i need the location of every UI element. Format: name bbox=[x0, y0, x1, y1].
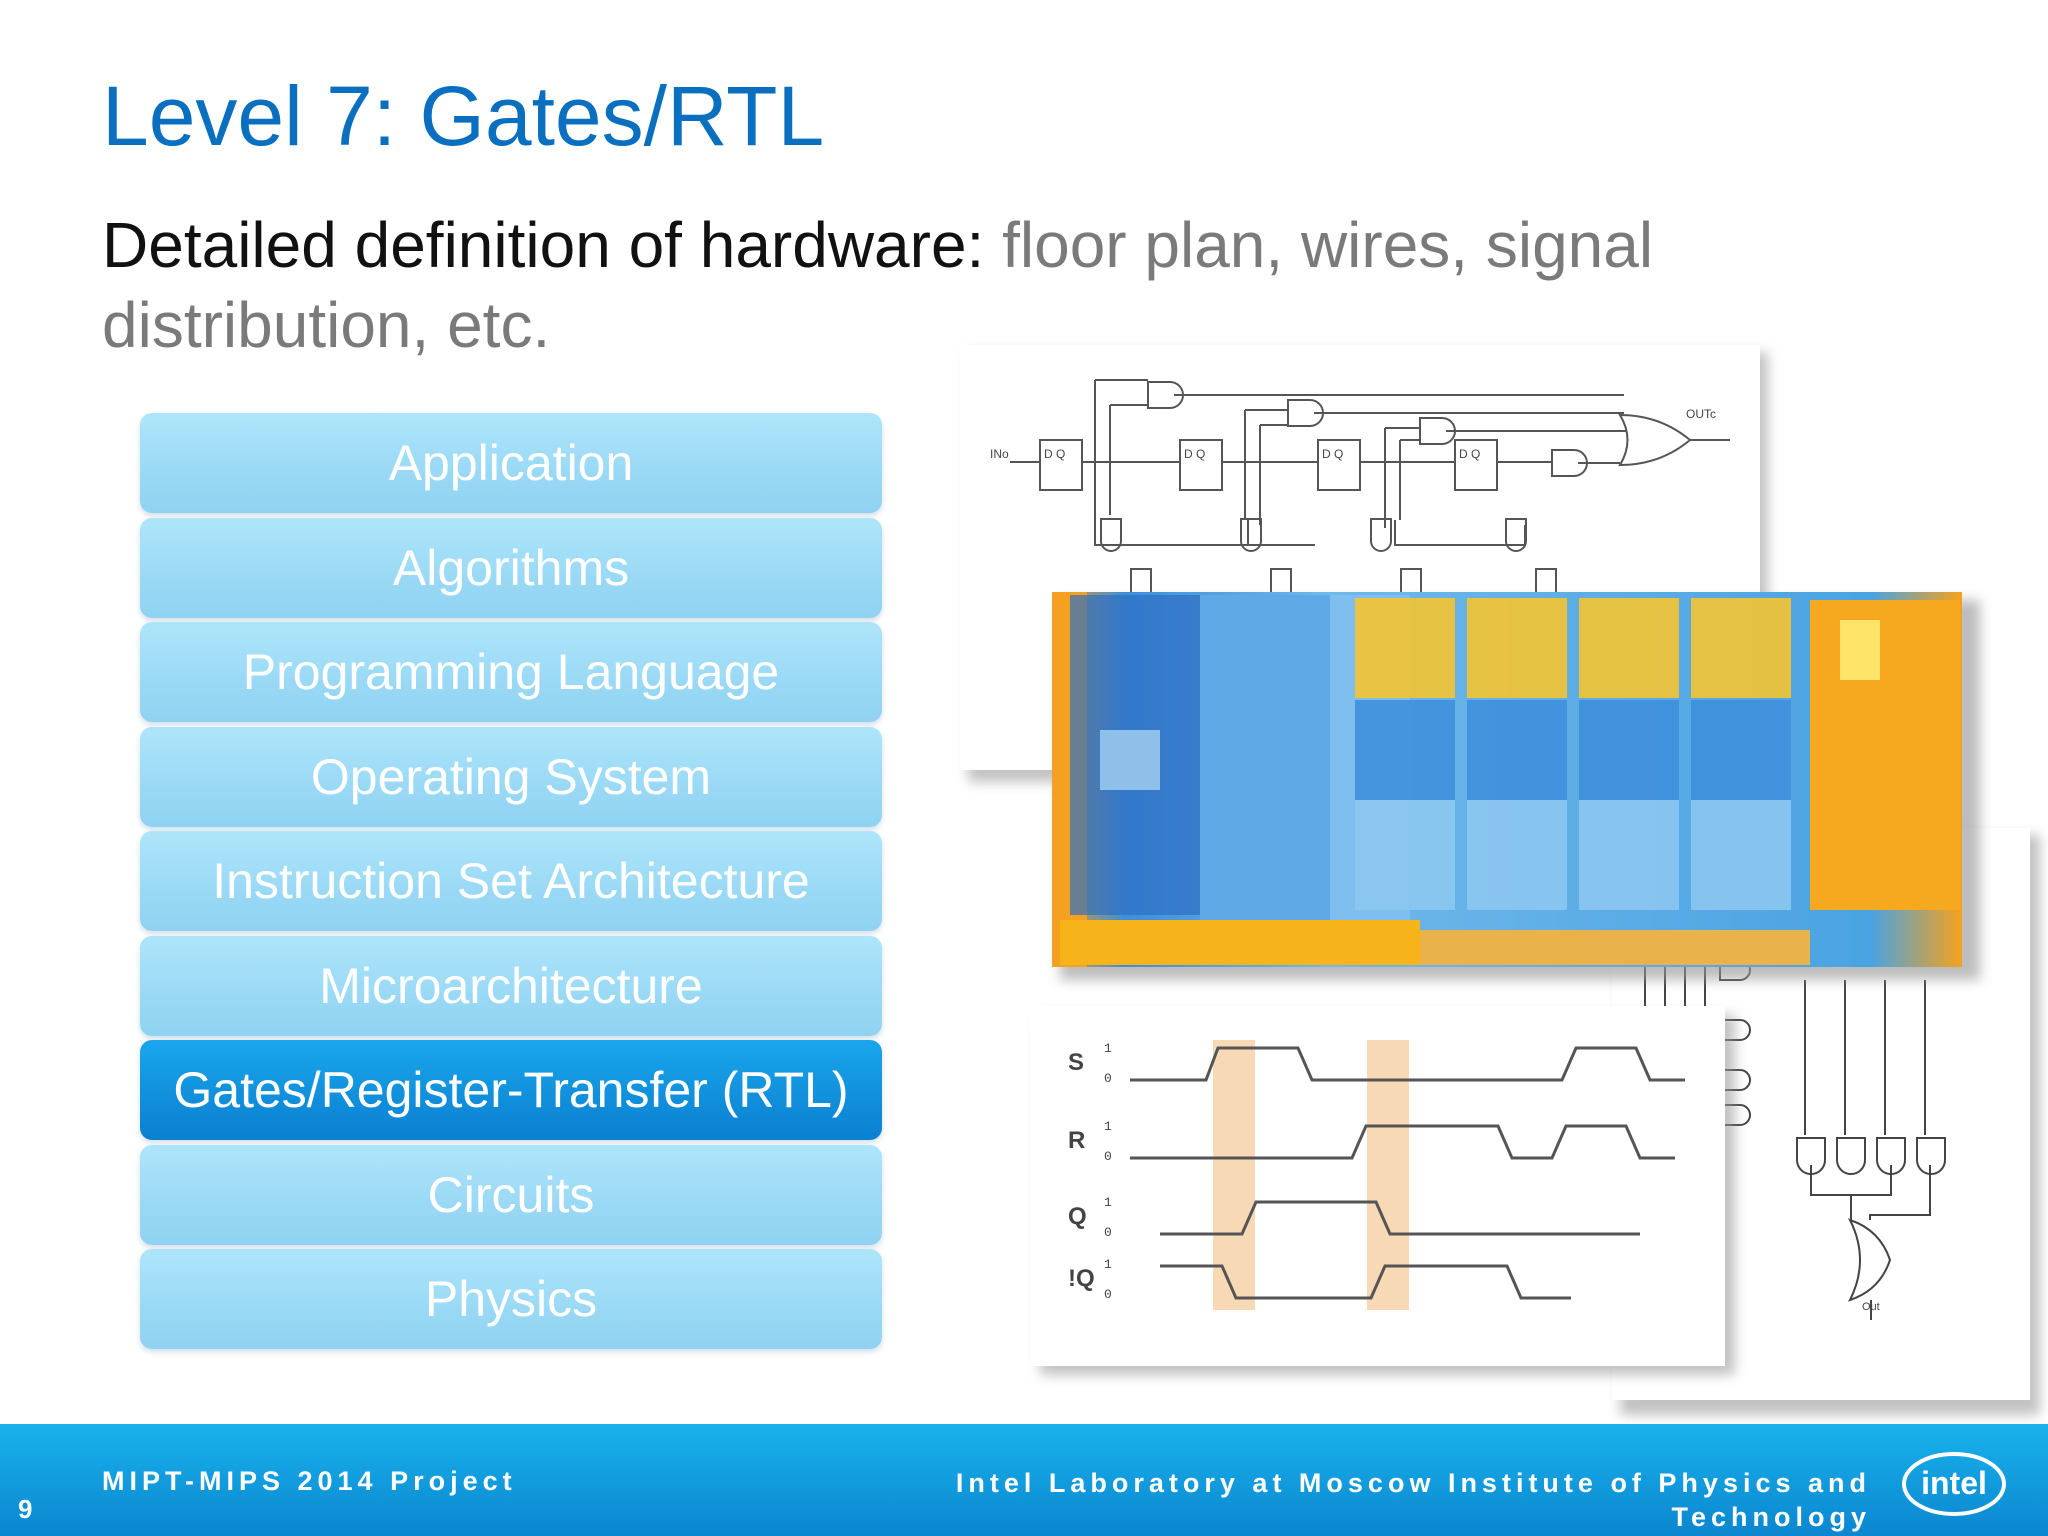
layer-item: Instruction Set Architecture bbox=[140, 831, 882, 931]
subtitle-lead: Detailed definition of hardware: bbox=[102, 209, 985, 281]
layer-item: Gates/Register-Transfer (RTL) bbox=[140, 1040, 882, 1140]
timing-signal-label: Q bbox=[1068, 1203, 1087, 1230]
page-number: 9 bbox=[18, 1494, 33, 1524]
timing-signal-label: !Q bbox=[1068, 1265, 1095, 1292]
timing-level-label: 0 bbox=[1104, 1225, 1112, 1240]
layer-item: Circuits bbox=[140, 1144, 882, 1245]
slide-subtitle: Detailed definition of hardware: floor p… bbox=[102, 205, 1802, 365]
lab-name: Intel Laboratory at Moscow Institute of … bbox=[955, 1468, 1871, 1532]
project-name: MIPT-MIPS 2014 Project bbox=[102, 1466, 517, 1496]
die-shot-panel bbox=[1052, 592, 1980, 980]
gate-tree-out-label: Out bbox=[1862, 1301, 1880, 1313]
timing-level-label: 1 bbox=[1104, 1257, 1112, 1272]
flip-flop-label: D Q bbox=[1322, 447, 1343, 461]
subtitle-rest: floor plan, wires, signal distribution, … bbox=[102, 209, 1654, 361]
timing-level-label: 1 bbox=[1104, 1041, 1112, 1056]
timing-level-label: 0 bbox=[1104, 1149, 1112, 1164]
slide-title: Level 7: Gates/RTL bbox=[102, 69, 825, 163]
footer-bar bbox=[0, 1424, 2048, 1536]
schematic-in-label: INo bbox=[990, 447, 1009, 461]
flip-flop-label: D Q bbox=[1044, 447, 1065, 461]
layer-item: Physics bbox=[140, 1249, 882, 1349]
timing-signal-label: R bbox=[1068, 1127, 1085, 1154]
layer-item: Algorithms bbox=[140, 517, 882, 618]
timing-signal-label: S bbox=[1068, 1049, 1084, 1076]
layer-item: Application bbox=[140, 413, 882, 513]
timing-level-label: 1 bbox=[1104, 1195, 1112, 1210]
intel-logo-text: intel bbox=[1921, 1465, 1987, 1501]
timing-level-label: 1 bbox=[1104, 1119, 1112, 1134]
layer-item: Microarchitecture bbox=[140, 935, 882, 1036]
flip-flop-label: D Q bbox=[1459, 447, 1480, 461]
flip-flop-label: D Q bbox=[1184, 447, 1205, 461]
intel-logo: intel bbox=[1902, 1452, 2006, 1516]
layer-item: Programming Language bbox=[140, 622, 882, 722]
schematic-out-label: OUTc bbox=[1686, 407, 1716, 421]
layer-item: Operating System bbox=[140, 726, 882, 827]
timing-level-label: 0 bbox=[1104, 1071, 1112, 1086]
timing-level-label: 0 bbox=[1104, 1287, 1112, 1302]
